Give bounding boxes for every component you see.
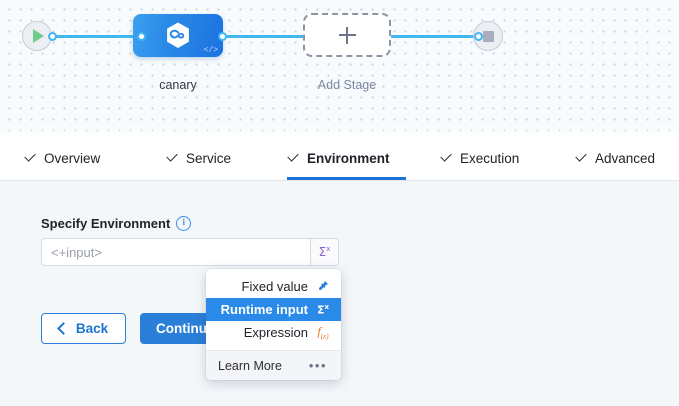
runtime-input-sigma-button[interactable]: Σx [310, 239, 338, 265]
step-tab-bar: Overview Service Environment Execution A… [0, 137, 679, 181]
stage-node-canary[interactable]: </> [133, 14, 223, 57]
tab-overview-label: Overview [44, 151, 101, 166]
dropdown-item-runtime-input[interactable]: Runtime input Σx [206, 298, 341, 321]
dropdown-item-fixed-value[interactable]: Fixed value [206, 275, 341, 298]
info-icon[interactable]: i [176, 216, 192, 231]
tab-execution-label: Execution [460, 151, 520, 166]
learn-more-label: Learn More [218, 358, 282, 373]
specify-environment-label: Specify Environment i [41, 216, 192, 231]
check-icon [575, 152, 588, 165]
tab-overview[interactable]: Overview [24, 137, 100, 180]
dropdown-learn-more[interactable]: Learn More ••• [206, 350, 341, 380]
edge-addstage-to-end [390, 35, 480, 38]
pipeline-start-node[interactable] [22, 21, 52, 51]
code-view-icon[interactable]: </> [203, 46, 218, 55]
check-icon [24, 152, 37, 165]
back-button-label: Back [75, 321, 109, 336]
tab-advanced-label: Advanced [595, 151, 656, 166]
check-icon [166, 152, 179, 165]
dropdown-item-fixed-value-label: Fixed value [241, 279, 308, 294]
fx-icon: f(x) [317, 323, 329, 341]
port-start-output[interactable] [48, 32, 57, 41]
stage-label-add-stage: Add Stage [317, 78, 377, 92]
check-icon [440, 152, 453, 165]
pin-icon [316, 280, 330, 293]
pipeline-canvas[interactable]: </> canary Add Stage [0, 0, 679, 137]
tab-environment[interactable]: Environment [287, 137, 406, 180]
tab-execution[interactable]: Execution [440, 137, 519, 180]
stop-icon [482, 30, 494, 42]
dropdown-item-expression-label: Expression [243, 325, 308, 340]
dropdown-item-expression[interactable]: Expression f(x) [206, 321, 341, 344]
edge-canary-to-addstage [222, 35, 314, 38]
check-icon [287, 152, 300, 165]
continue-button-label: Continue [156, 321, 215, 336]
tab-service-label: Service [186, 151, 232, 166]
sigma-x-icon: Σx [316, 302, 330, 317]
add-stage-node[interactable] [303, 13, 391, 57]
value-type-dropdown: Fixed value Runtime input Σx Expression … [206, 269, 341, 380]
harness-hexagon-icon [166, 21, 191, 49]
environment-input-row[interactable]: Σx [41, 238, 339, 266]
field-label-text: Specify Environment [41, 216, 171, 231]
dropdown-item-runtime-input-label: Runtime input [220, 302, 308, 317]
tab-environment-label: Environment [307, 151, 390, 166]
port-canary-input[interactable] [137, 32, 146, 41]
port-end-input[interactable] [474, 32, 483, 41]
back-button[interactable]: Back [41, 313, 126, 344]
plus-icon [338, 26, 356, 44]
ellipsis-icon[interactable]: ••• [308, 358, 327, 373]
stage-label-canary: canary [159, 78, 197, 92]
environment-form-panel: Specify Environment i Σx Back Continue F… [0, 181, 679, 406]
sigma-x-icon: Σx [318, 245, 331, 259]
tab-service[interactable]: Service [166, 137, 231, 180]
tab-advanced[interactable]: Advanced [575, 137, 655, 180]
environment-input[interactable] [42, 239, 310, 265]
edge-start-to-canary [50, 35, 142, 38]
port-canary-output[interactable] [218, 32, 227, 41]
chevron-left-icon [56, 322, 70, 335]
play-icon [33, 29, 44, 43]
